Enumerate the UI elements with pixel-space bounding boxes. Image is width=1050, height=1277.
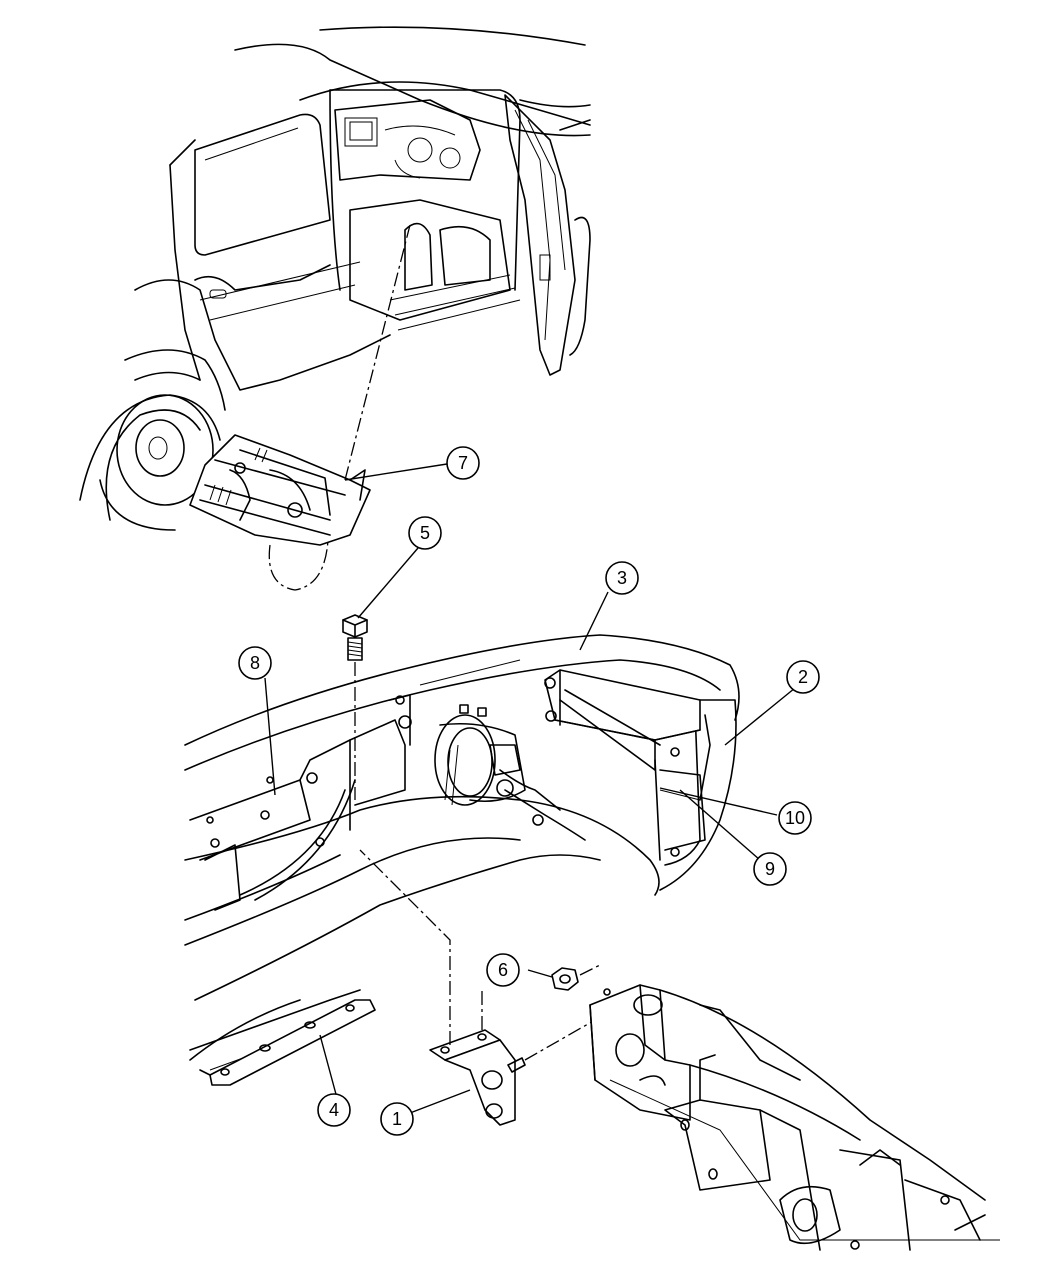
leader-lines	[264, 463, 796, 1114]
callout-1: 1	[380, 1102, 414, 1136]
part-1-bracket	[359, 849, 596, 1126]
callout-9-label: 9	[765, 859, 775, 879]
callout-6-label: 6	[498, 960, 508, 980]
callout-8-label: 8	[250, 653, 260, 673]
callout-2: 2	[786, 660, 820, 694]
callout-1-label: 1	[392, 1109, 402, 1129]
callout-5: 5	[408, 516, 442, 550]
callout-5-label: 5	[420, 523, 430, 543]
callout-4: 4	[317, 1093, 351, 1127]
part-7-floor-bracket	[189, 224, 411, 591]
callout-7: 7	[446, 446, 480, 480]
callout-4-label: 4	[329, 1100, 339, 1120]
callout-7-label: 7	[458, 453, 468, 473]
callout-10: 10	[778, 801, 812, 835]
callout-2-label: 2	[798, 667, 808, 687]
part-6-nut	[551, 964, 601, 991]
callout-10-label: 10	[785, 808, 805, 828]
vehicle-illustration	[79, 26, 591, 531]
callout-3: 3	[605, 561, 639, 595]
callout-9: 9	[753, 852, 787, 886]
bumper-assembly	[184, 634, 740, 1071]
part-5-bolt	[342, 614, 368, 800]
callout-3-label: 3	[617, 568, 627, 588]
part-4-shield	[199, 999, 376, 1086]
callout-6: 6	[486, 953, 520, 987]
callout-8: 8	[238, 646, 272, 680]
frame-rail	[589, 984, 1000, 1251]
